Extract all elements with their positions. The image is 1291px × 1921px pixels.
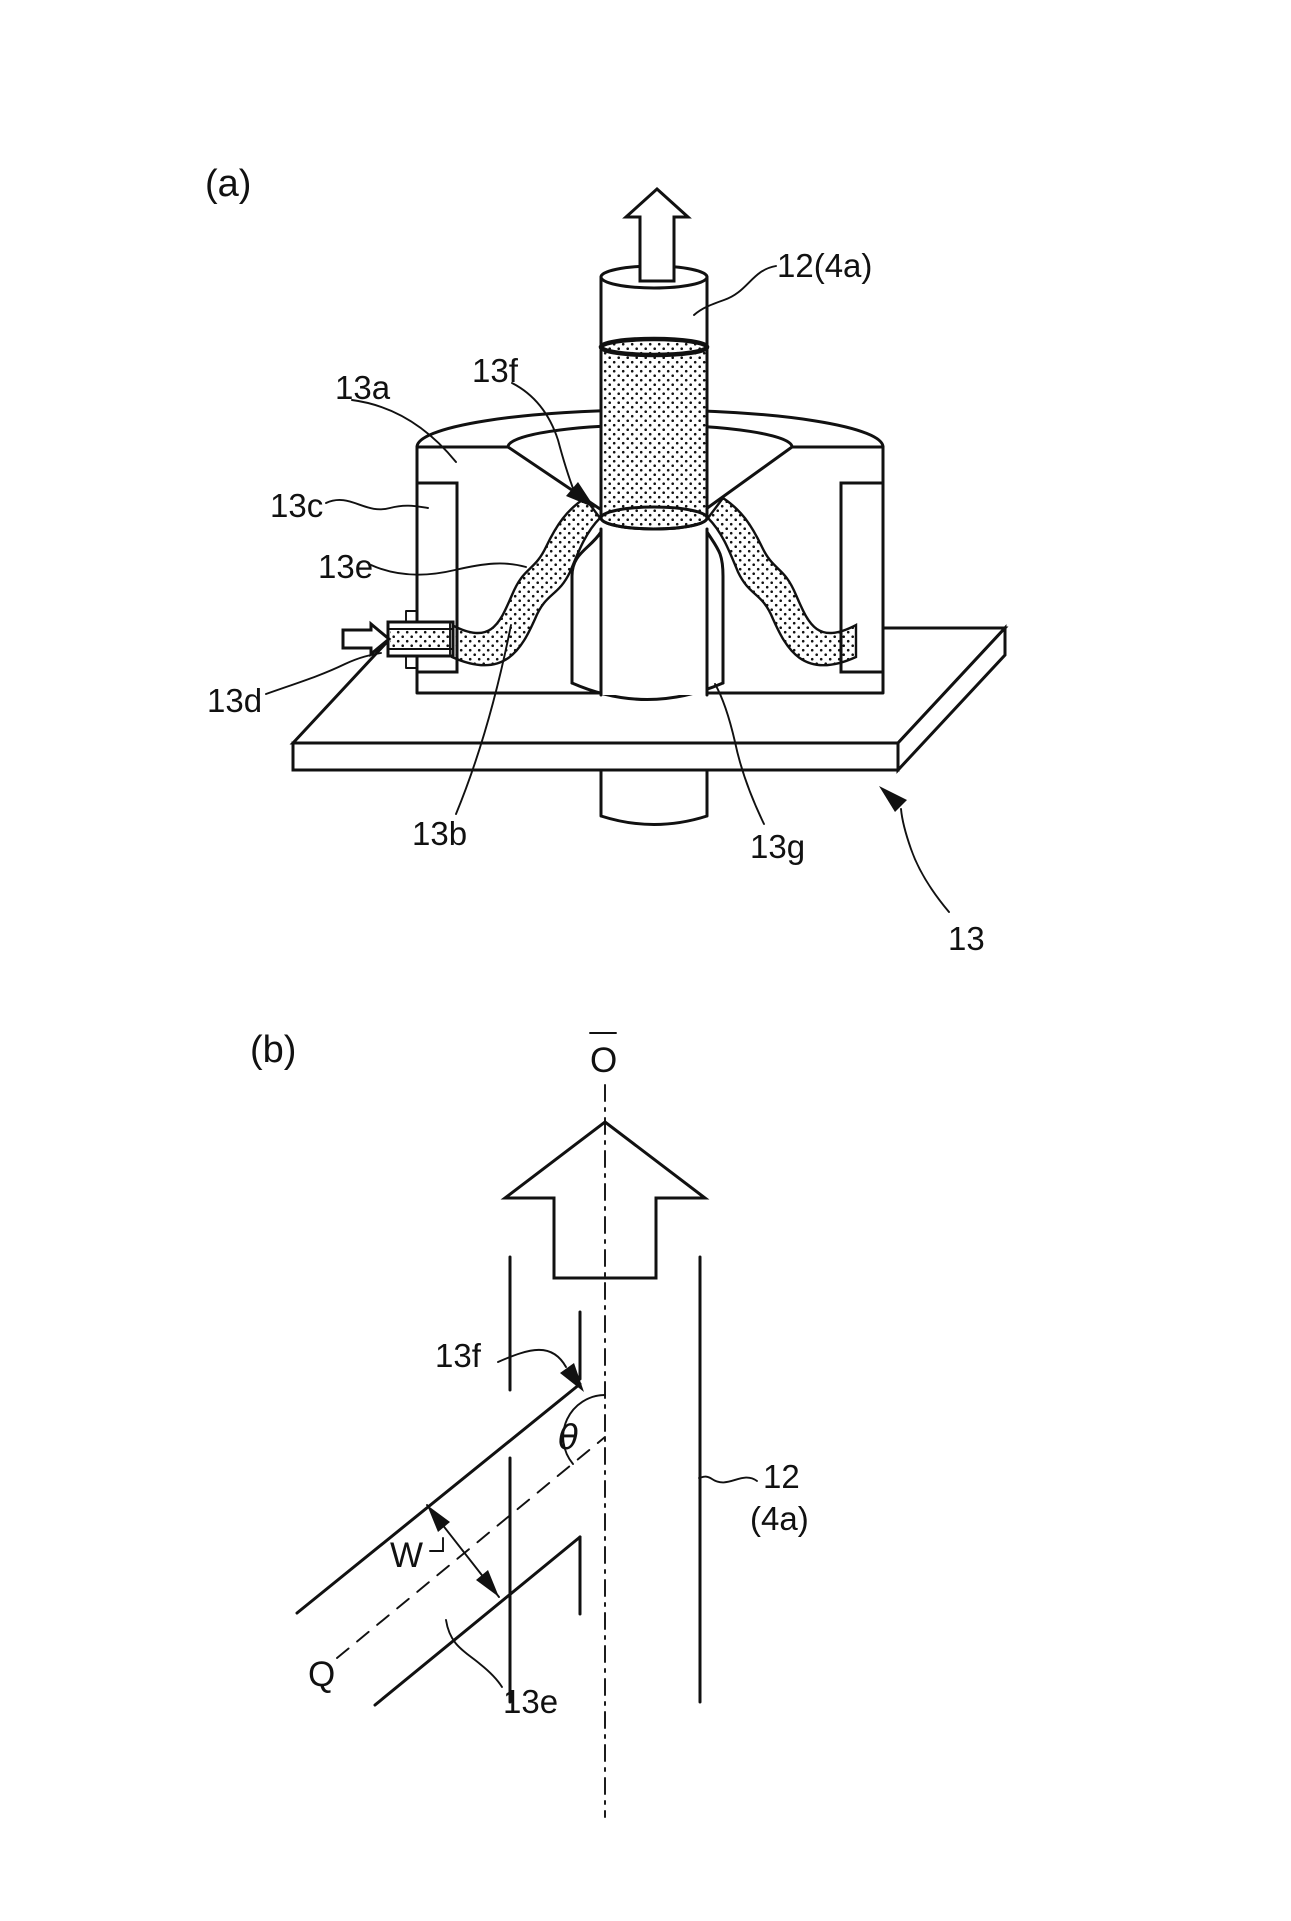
label-13g: 13g [750,828,805,865]
bore-sleeve-left [570,530,603,685]
arrowhead-13f-b [560,1363,584,1392]
figure-b-tag: (b) [250,1029,296,1071]
leader-13g [714,683,765,825]
right-angle-mark [429,1537,444,1552]
arrowhead-13f-a [566,482,595,508]
leader-13e-b [445,1619,503,1688]
wire-upper-sides [599,275,709,349]
channel-axis-dashed [336,1436,606,1659]
figure-b: O (b) 13f θ 12 (4a) W Q 13e [250,1029,809,1818]
figure-a: (a) 12(4a) 13a 13f 13c 13e 13d 13b 13g 1… [205,163,1009,957]
leader-12-4a-b [698,1475,758,1484]
inlet-pipe-inner-lines [387,623,453,655]
liner-right-13c [839,481,885,674]
bore-sleeve-right [705,530,725,685]
label-axis-o: O [590,1041,617,1080]
width-arrowhead-upper [427,1505,450,1532]
label-12-4a: 12(4a) [777,247,872,284]
label-13e-b: 13e [503,1683,558,1720]
label-13b: 13b [412,815,467,852]
label-q: Q [308,1655,335,1694]
theta-arc [562,1394,606,1465]
label-13e-a: 13e [318,548,373,585]
leader-12-4a [693,265,777,316]
label-12-b: 12 [763,1458,800,1495]
leader-13d [265,652,382,695]
channel-lower-wall [373,1535,582,1707]
label-13f-a: 13f [472,352,519,389]
wire-below-plate [599,768,709,826]
label-w: W [390,1536,423,1575]
base-plate-front-face [291,741,900,772]
leader-13b [455,624,512,815]
channel-upper-wall [295,1382,582,1615]
label-13d: 13d [207,682,262,719]
arrowhead-13 [879,786,907,812]
leader-13a [351,399,457,463]
up-arrow-fig-a [622,186,692,283]
label-13: 13 [948,920,985,957]
leader-13f-b [497,1348,567,1368]
wire-lower-sides [599,527,709,697]
liner-left-13c [415,481,459,674]
leader-13c [325,499,429,511]
leader-13e-a [370,562,527,576]
label-13f-b: 13f [435,1337,482,1374]
base-plate-right-face [896,624,1007,774]
inlet-pipe-stipple [390,630,451,648]
wire-stipple-section [599,337,709,531]
width-arrowhead-lower [476,1570,499,1597]
wire-stipple-bottom-ellipse [599,505,709,531]
label-4a-b: (4a) [750,1500,809,1537]
label-13c: 13c [270,487,323,524]
figure-a-tag: (a) [205,163,251,205]
leader-13 [900,808,950,913]
inlet-flow-arrow [341,620,392,658]
leader-13f-a [511,382,575,492]
label-13a: 13a [335,369,391,406]
label-theta: θ [558,1418,579,1458]
inlet-flange-ticks [405,610,418,669]
